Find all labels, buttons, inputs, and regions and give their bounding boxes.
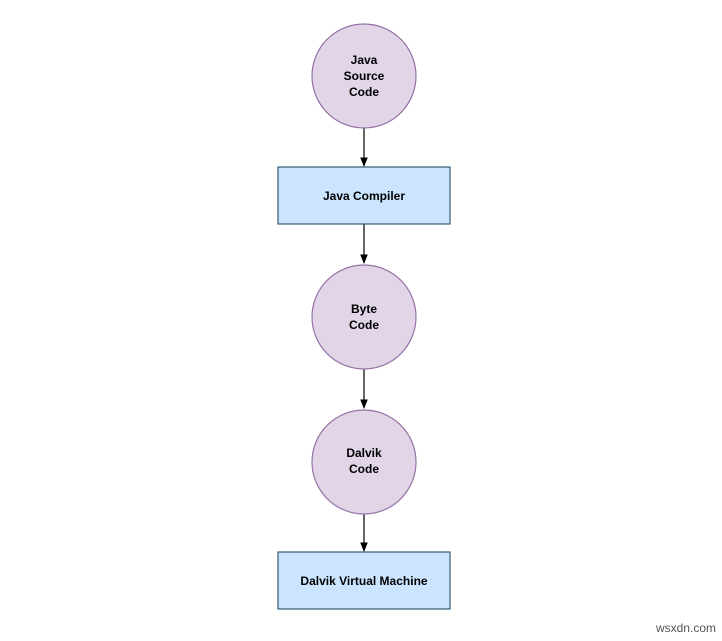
node-dalvik-code: Dalvik Code: [311, 409, 417, 515]
node-byte-code: Byte Code: [311, 264, 417, 370]
node-label-line: Code: [349, 318, 379, 332]
node-label-line: Dalvik: [346, 446, 382, 460]
node-java-compiler: Java Compiler: [277, 166, 451, 225]
node-java-source-code: Java Source Code: [311, 23, 417, 129]
node-label-line: Byte: [351, 302, 377, 316]
node-label-line: Code: [349, 85, 379, 99]
node-label-line: Java: [351, 53, 378, 67]
node-label-line: Dalvik Virtual Machine: [300, 574, 427, 588]
node-label-line: Code: [349, 462, 379, 476]
node-label-line: Java Compiler: [323, 189, 405, 203]
watermark: wsxdn.com: [655, 621, 716, 635]
node-dalvik-virtual-machine: Dalvik Virtual Machine: [277, 551, 451, 610]
node-label-line: Source: [344, 69, 385, 83]
